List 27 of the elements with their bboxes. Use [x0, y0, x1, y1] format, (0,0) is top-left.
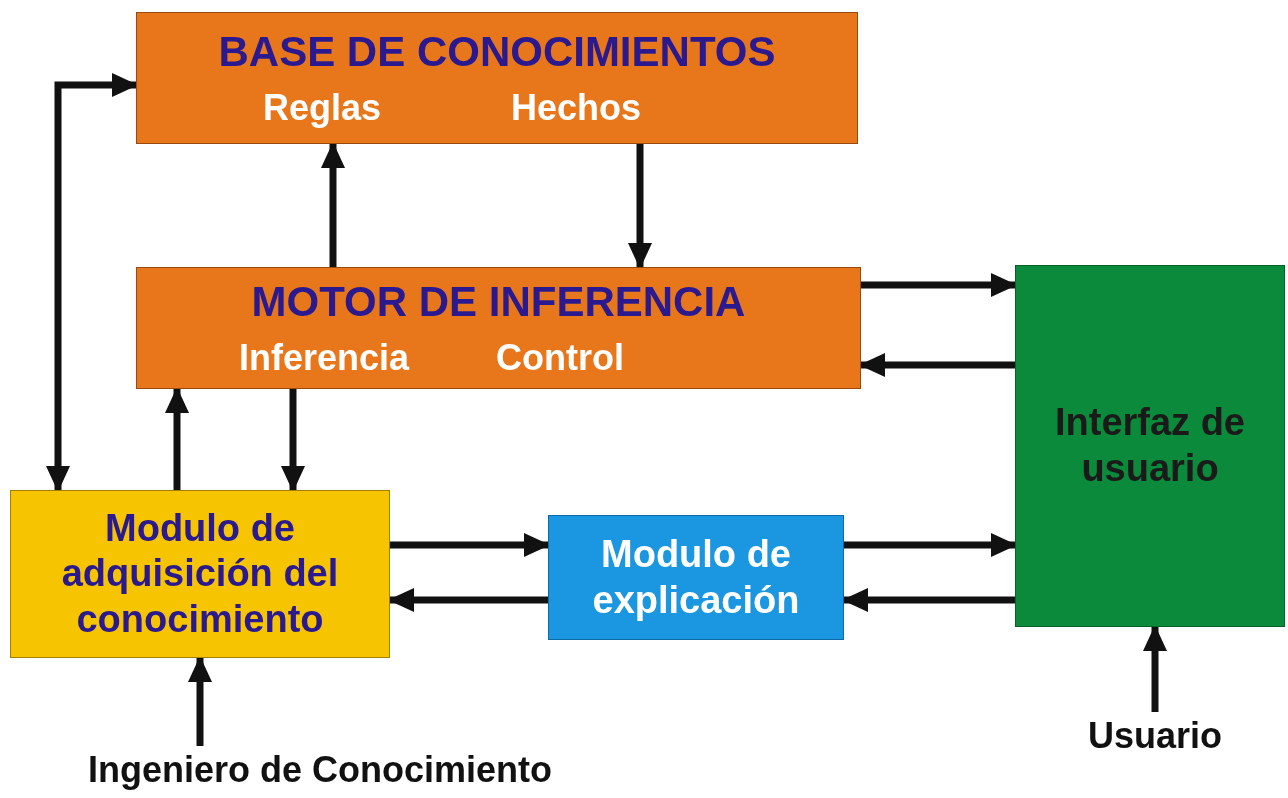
module-box	[548, 515, 844, 640]
module-box	[10, 490, 390, 658]
arrow	[859, 353, 1015, 377]
arrow	[46, 73, 138, 492]
arrow	[861, 273, 1017, 297]
component-label: Inferencia	[239, 337, 410, 380]
arrow	[390, 533, 550, 557]
component-label: Hechos	[511, 87, 642, 130]
box-label: Interfaz de usuario	[1053, 400, 1246, 491]
arrow	[281, 389, 305, 492]
module-box	[1015, 265, 1285, 627]
arrow	[628, 144, 652, 269]
component-label: Control	[496, 337, 625, 380]
actor-label: Ingeniero de Conocimiento	[10, 746, 630, 794]
module-box	[136, 267, 861, 389]
arrow	[321, 142, 345, 267]
arrow	[388, 588, 548, 612]
module-box	[136, 12, 858, 144]
actor-label: Usuario	[1060, 712, 1250, 760]
box-label: Modulo de adquisición del conocimiento	[60, 505, 340, 642]
arrow	[842, 588, 1015, 612]
arrow	[844, 533, 1017, 557]
component-label: Reglas	[263, 87, 382, 130]
box-title: MOTOR DE INFERENCIA	[251, 276, 746, 327]
box-label: Modulo de explicación	[591, 531, 801, 623]
box-title: BASE DE CONOCIMIENTOS	[218, 26, 776, 77]
arrow	[165, 387, 189, 490]
